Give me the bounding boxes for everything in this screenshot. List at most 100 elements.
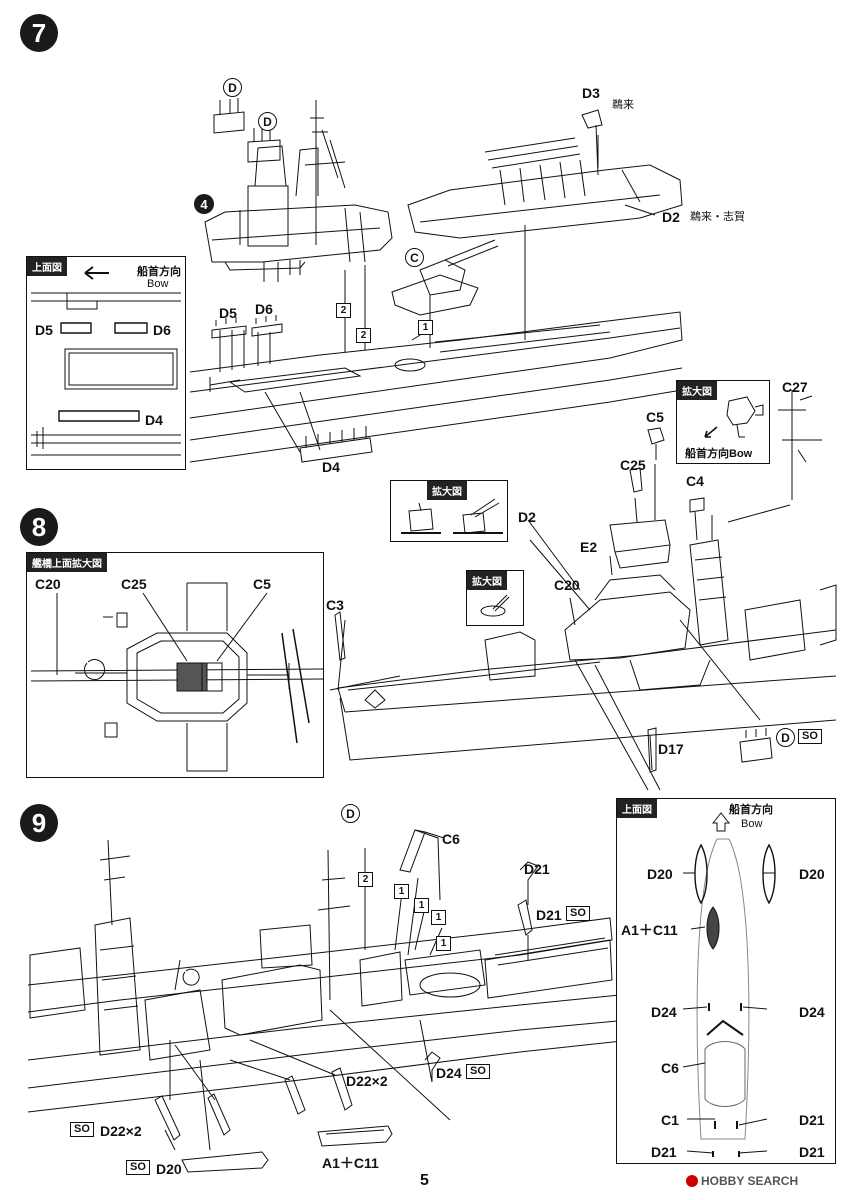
label-d5: D5 [219,305,237,321]
callout-d-step9: D [341,804,360,823]
label-d20-left: D20 [647,866,673,882]
bow-arrow-icon [711,812,731,832]
enlarge-c5-panel: 拡大図 船首方向Bow [676,380,770,464]
sub-step-4-badge: 4 [194,194,214,214]
step9-box-1c: 1 [431,910,446,925]
step7-box-1: 1 [418,320,433,335]
panel-title: 上面図 [27,257,67,276]
label-d21-plan-left: D21 [651,1144,677,1160]
label-a1-c11-plan: A1＋C11 [621,922,678,938]
step9-box-1b: 1 [414,898,429,913]
so-badge-d21: SO [566,906,590,921]
so-badge-d20: SO [126,1160,150,1175]
top-view-drawing [31,266,181,456]
bow-direction: 船首方向Bow [685,448,753,460]
step-8-badge: 8 [20,508,58,546]
superstructure-step9 [30,840,612,1060]
d2-detail-drawing [401,498,503,534]
watermark-logo-icon [686,1175,698,1187]
label-d21-plan-upper: D21 [799,1112,825,1128]
step9-box-2: 2 [358,872,373,887]
panel-title: 拡大図 [677,381,717,400]
label-c6: C6 [442,831,460,847]
callout-c: C [405,248,424,267]
label-d3: D3 [582,85,600,101]
label-d22-upper: D22×2 [346,1073,388,1089]
label-c4: C4 [686,473,704,489]
step9-top-view-panel: 上面図 船首方向 Bow D20 D20 A1＋C11 D24 D24 C6 C… [616,798,836,1164]
label-d24: D24 [436,1065,462,1081]
bow-direction-jp: 船首方向 [137,266,181,278]
hull-deck-step7 [190,312,682,462]
bow-direction-en: Bow [147,278,169,290]
label-d6: D6 [255,301,273,317]
label-e2: E2 [580,539,598,555]
label-d22-lower: D22×2 [100,1123,142,1139]
label-d20: D20 [156,1161,182,1177]
hull-step9 [28,918,650,1112]
watermark: HOBBY SEARCH [686,1174,798,1188]
d17-part [648,728,656,772]
panel-title: 上面図 [617,799,657,818]
step8-leader-lines [338,464,790,790]
label-c5-step8: C5 [646,409,664,425]
callout-d-step8: D [776,728,795,747]
d21-parts [425,862,538,1082]
enlarge-c20-panel: 拡大図 [466,570,524,626]
davit-c6-drawing [400,830,444,900]
step9-box-1d: 1 [436,936,451,951]
callout-d-left: D [223,78,242,97]
label-d21-plan-lower: D21 [799,1144,825,1160]
watermark-text: HOBBY SEARCH [701,1174,799,1188]
bridge-block-drawing [205,98,392,282]
c20-detail-drawing [480,594,510,617]
step7-box-2b: 2 [356,328,371,343]
panel-title: 拡大図 [467,571,507,590]
label-c6-plan: C6 [661,1060,679,1076]
label-d20-right: D20 [799,866,825,882]
boats-and-d22 [155,1068,392,1172]
d-part-step8 [740,728,772,762]
panel-label-c25: C25 [121,576,147,592]
callout-d-right: D [258,112,277,131]
bow-arrow-icon [84,266,109,280]
hull-step8 [338,630,836,760]
label-d21-so: D21 [536,907,562,923]
enlarge-d2-panel: 拡大図 [390,480,508,542]
label-d24-left: D24 [651,1004,677,1020]
page-number: 5 [420,1172,429,1189]
so-badge-step8: SO [798,729,822,744]
step-7-badge: 7 [20,14,58,52]
label-d2: D2 [662,209,680,225]
so-badge-d22: SO [70,1122,94,1137]
label-c25-step8: C25 [620,457,646,473]
label-d4: D4 [322,459,340,475]
label-c20-step8: C20 [554,577,580,593]
mast-step8-drawing [630,390,822,512]
bow-direction-jp: 船首方向 [729,804,773,816]
step7-leader-lines [220,135,655,452]
d4-part-drawing [300,426,372,462]
label-d3-ship: 鵜来 [612,99,634,111]
label-d2-ships: 鵜来・志賀 [690,211,745,223]
panel-label-d6: D6 [153,322,171,338]
panel-label-d5: D5 [35,322,53,338]
step7-box-2a: 2 [336,303,351,318]
d5-d6-part-drawing [212,315,282,338]
panel-title: 拡大図 [427,481,467,500]
bridge-plan-drawing [30,582,323,772]
panel-label-c5: C5 [253,576,271,592]
so-badge-d24: SO [466,1064,490,1079]
panel-label-c20: C20 [35,576,61,592]
label-a1-c11: A1＋C11 [322,1155,379,1171]
label-c27: C27 [782,379,808,395]
step-9-badge: 9 [20,804,58,842]
label-d21: D21 [524,861,550,877]
label-d17: D17 [658,741,684,757]
label-d2-step8: D2 [518,509,536,525]
bridge-step8-drawing [330,520,836,708]
aft-deckhouse-drawing [408,110,682,238]
step7-top-view-panel: 上面図 船首方向 Bow D5 D6 D4 [26,256,186,470]
